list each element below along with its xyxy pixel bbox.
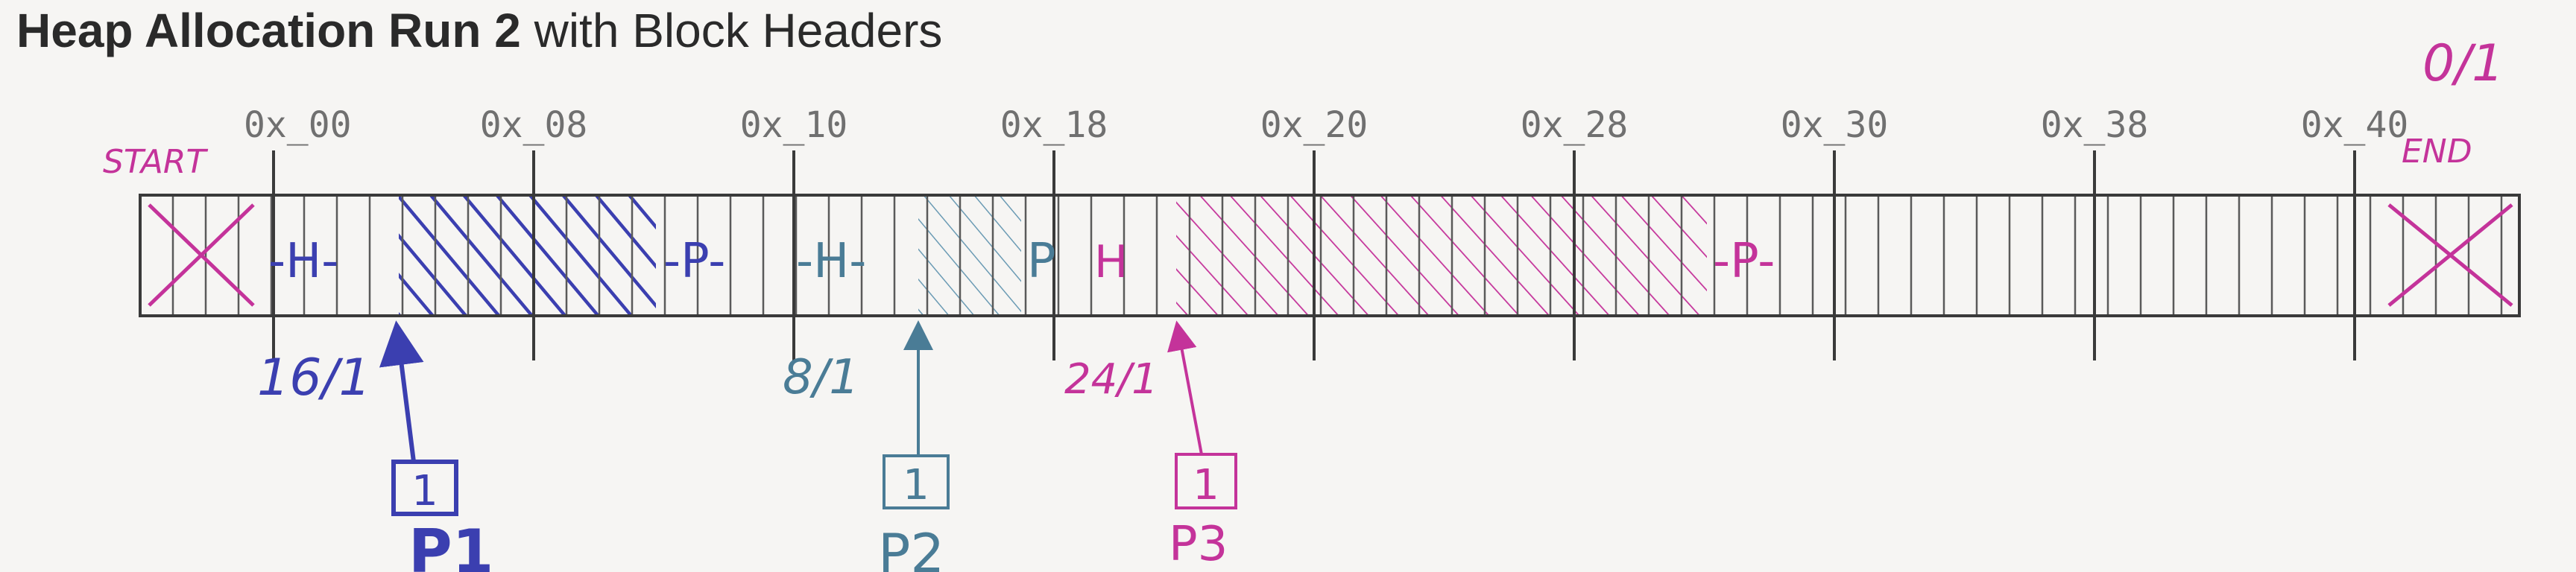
address-label: 0x_18: [1000, 104, 1108, 146]
pointer-name-2: P2: [878, 522, 944, 572]
pointer-box-2: [883, 454, 950, 509]
address-label: 0x_08: [480, 104, 588, 146]
address-ticks: 0x_00 0x_08 0x_10 0x_18 0x_20 0x_28 0x_30 0x_38…: [244, 104, 2408, 360]
heap-strip: [139, 194, 2521, 317]
address-label: 0x_40: [2301, 104, 2409, 146]
end-cross: [2387, 203, 2513, 307]
pointer-box-value-3: 1: [1193, 461, 1219, 509]
payload-block-2: [918, 195, 1021, 316]
padding-label-1: -P-: [663, 234, 725, 289]
pointer-arrow-3: [1167, 320, 1203, 455]
title-bold: Heap Allocation Run 2: [16, 4, 521, 57]
pointer-box-value-2: 1: [903, 461, 929, 509]
pointer-box-1: [391, 460, 458, 516]
pointer-box-3: [1175, 453, 1237, 509]
address-label: 0x_20: [1260, 104, 1368, 146]
padding-label-2: P: [1027, 234, 1056, 289]
address-label: 0x_30: [1781, 104, 1889, 146]
header-label-2: -H-: [796, 234, 866, 289]
diagram-title: Heap Allocation Run 2 with Block Headers: [16, 3, 942, 58]
address-label: 0x_38: [2041, 104, 2149, 146]
end-value: 0/1: [2422, 34, 2504, 93]
payload-block-3: [1176, 195, 1707, 316]
address-label: 0x_28: [1521, 104, 1629, 146]
pointer-name-3: P3: [1169, 517, 1228, 572]
header-value-2: 8/1: [783, 350, 859, 405]
start-label: START: [103, 143, 208, 181]
header-label-3: H: [1094, 236, 1128, 288]
pointer-arrow-1: [379, 320, 424, 463]
header-value-3: 24/1: [1064, 355, 1158, 404]
title-rest: with Block Headers: [520, 4, 943, 57]
address-label: 0x_00: [244, 104, 352, 146]
header-value-1: 16/1: [257, 349, 371, 407]
pointer-name-1: P1: [408, 517, 493, 572]
payload-block-1: [399, 195, 656, 316]
address-label: 0x_10: [740, 104, 848, 146]
heap-cell-lines: [171, 195, 2503, 316]
header-label-1: -H-: [268, 234, 338, 289]
pointer-box-value-1: 1: [411, 467, 438, 515]
start-cross: [148, 203, 255, 307]
padding-label-3: -P-: [1713, 234, 1775, 289]
end-label: END: [2402, 133, 2472, 171]
